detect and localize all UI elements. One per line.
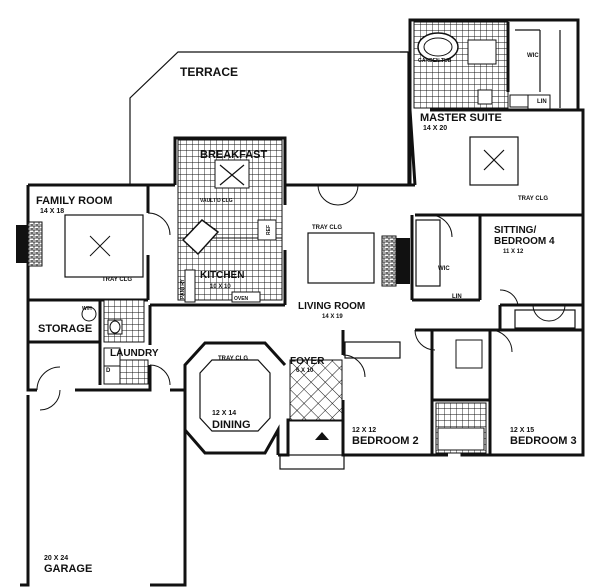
sitting-label-1: SITTING/ — [494, 225, 536, 236]
living-room-clg: TRAY CLG — [312, 225, 342, 231]
bedroom2-label: BEDROOM 2 — [352, 435, 419, 447]
oven-label: OVEN — [234, 296, 249, 302]
water-heater-label: W/H — [82, 306, 92, 312]
pantry-label: PANTRY — [180, 278, 186, 299]
master-fan-icon — [483, 149, 505, 171]
sitting-wic-label: WIC — [438, 266, 450, 272]
terrace-label: TERRACE — [180, 65, 238, 79]
sitting-size: 11 X 12 — [503, 249, 524, 255]
bedroom3-size: 12 X 15 — [510, 427, 534, 434]
foyer-tile — [289, 359, 343, 421]
dining-label: DINING — [212, 419, 251, 431]
ref-label: REF — [266, 225, 272, 235]
dining-clg: TRAY CLG — [218, 356, 248, 362]
kitchen-island — [181, 218, 220, 256]
foyer-size: 6 X 10 — [296, 368, 314, 374]
master-suite-label: MASTER SUITE — [420, 112, 502, 124]
interior-walls — [28, 108, 583, 455]
breakfast-fan-icon — [219, 164, 245, 186]
master-lin-label: LIN — [537, 99, 547, 105]
master-suite-clg: TRAY CLG — [518, 196, 548, 202]
kitchen-label: KITCHEN — [200, 270, 244, 281]
garage-size: 20 X 24 — [44, 555, 68, 562]
foyer-label: FOYER — [290, 356, 325, 367]
family-fan-icon — [89, 235, 111, 257]
breakfast-label: BREAKFAST — [200, 149, 268, 161]
master-wic-label: WIC — [527, 53, 539, 59]
sitting-lin-label: LIN — [452, 294, 462, 300]
family-room-label: FAMILY ROOM — [36, 195, 112, 207]
laundry-label: LAUNDRY — [110, 348, 159, 359]
storage-label: STORAGE — [38, 323, 92, 335]
family-fireplace — [16, 225, 30, 263]
kitchen-size-label: 10 X 10 — [210, 284, 231, 290]
entry-arrow-icon — [315, 432, 329, 440]
living-room-label: LIVING ROOM — [298, 301, 365, 312]
garage-label: GARAGE — [44, 563, 92, 575]
terrace-outline — [129, 51, 409, 185]
bedroom2-size: 12 X 12 — [352, 427, 376, 434]
dryer-label: D — [106, 368, 111, 374]
master-suite-size: 14 X 20 — [423, 125, 447, 132]
bedroom3-label: BEDROOM 3 — [510, 435, 577, 447]
garden-tub-label: GARDEN TUB — [418, 58, 452, 64]
family-room-clg: TRAY CLG — [102, 277, 132, 283]
living-room-size: 14 X 19 — [322, 314, 343, 320]
family-room-size: 14 X 18 — [40, 208, 64, 215]
breakfast-clg-label: VAULT'D CLG — [200, 198, 233, 204]
sitting-label-2: BEDROOM 4 — [494, 236, 555, 247]
dining-size: 12 X 14 — [212, 410, 236, 417]
living-fireplace — [396, 238, 410, 284]
door-swings — [36, 184, 566, 411]
